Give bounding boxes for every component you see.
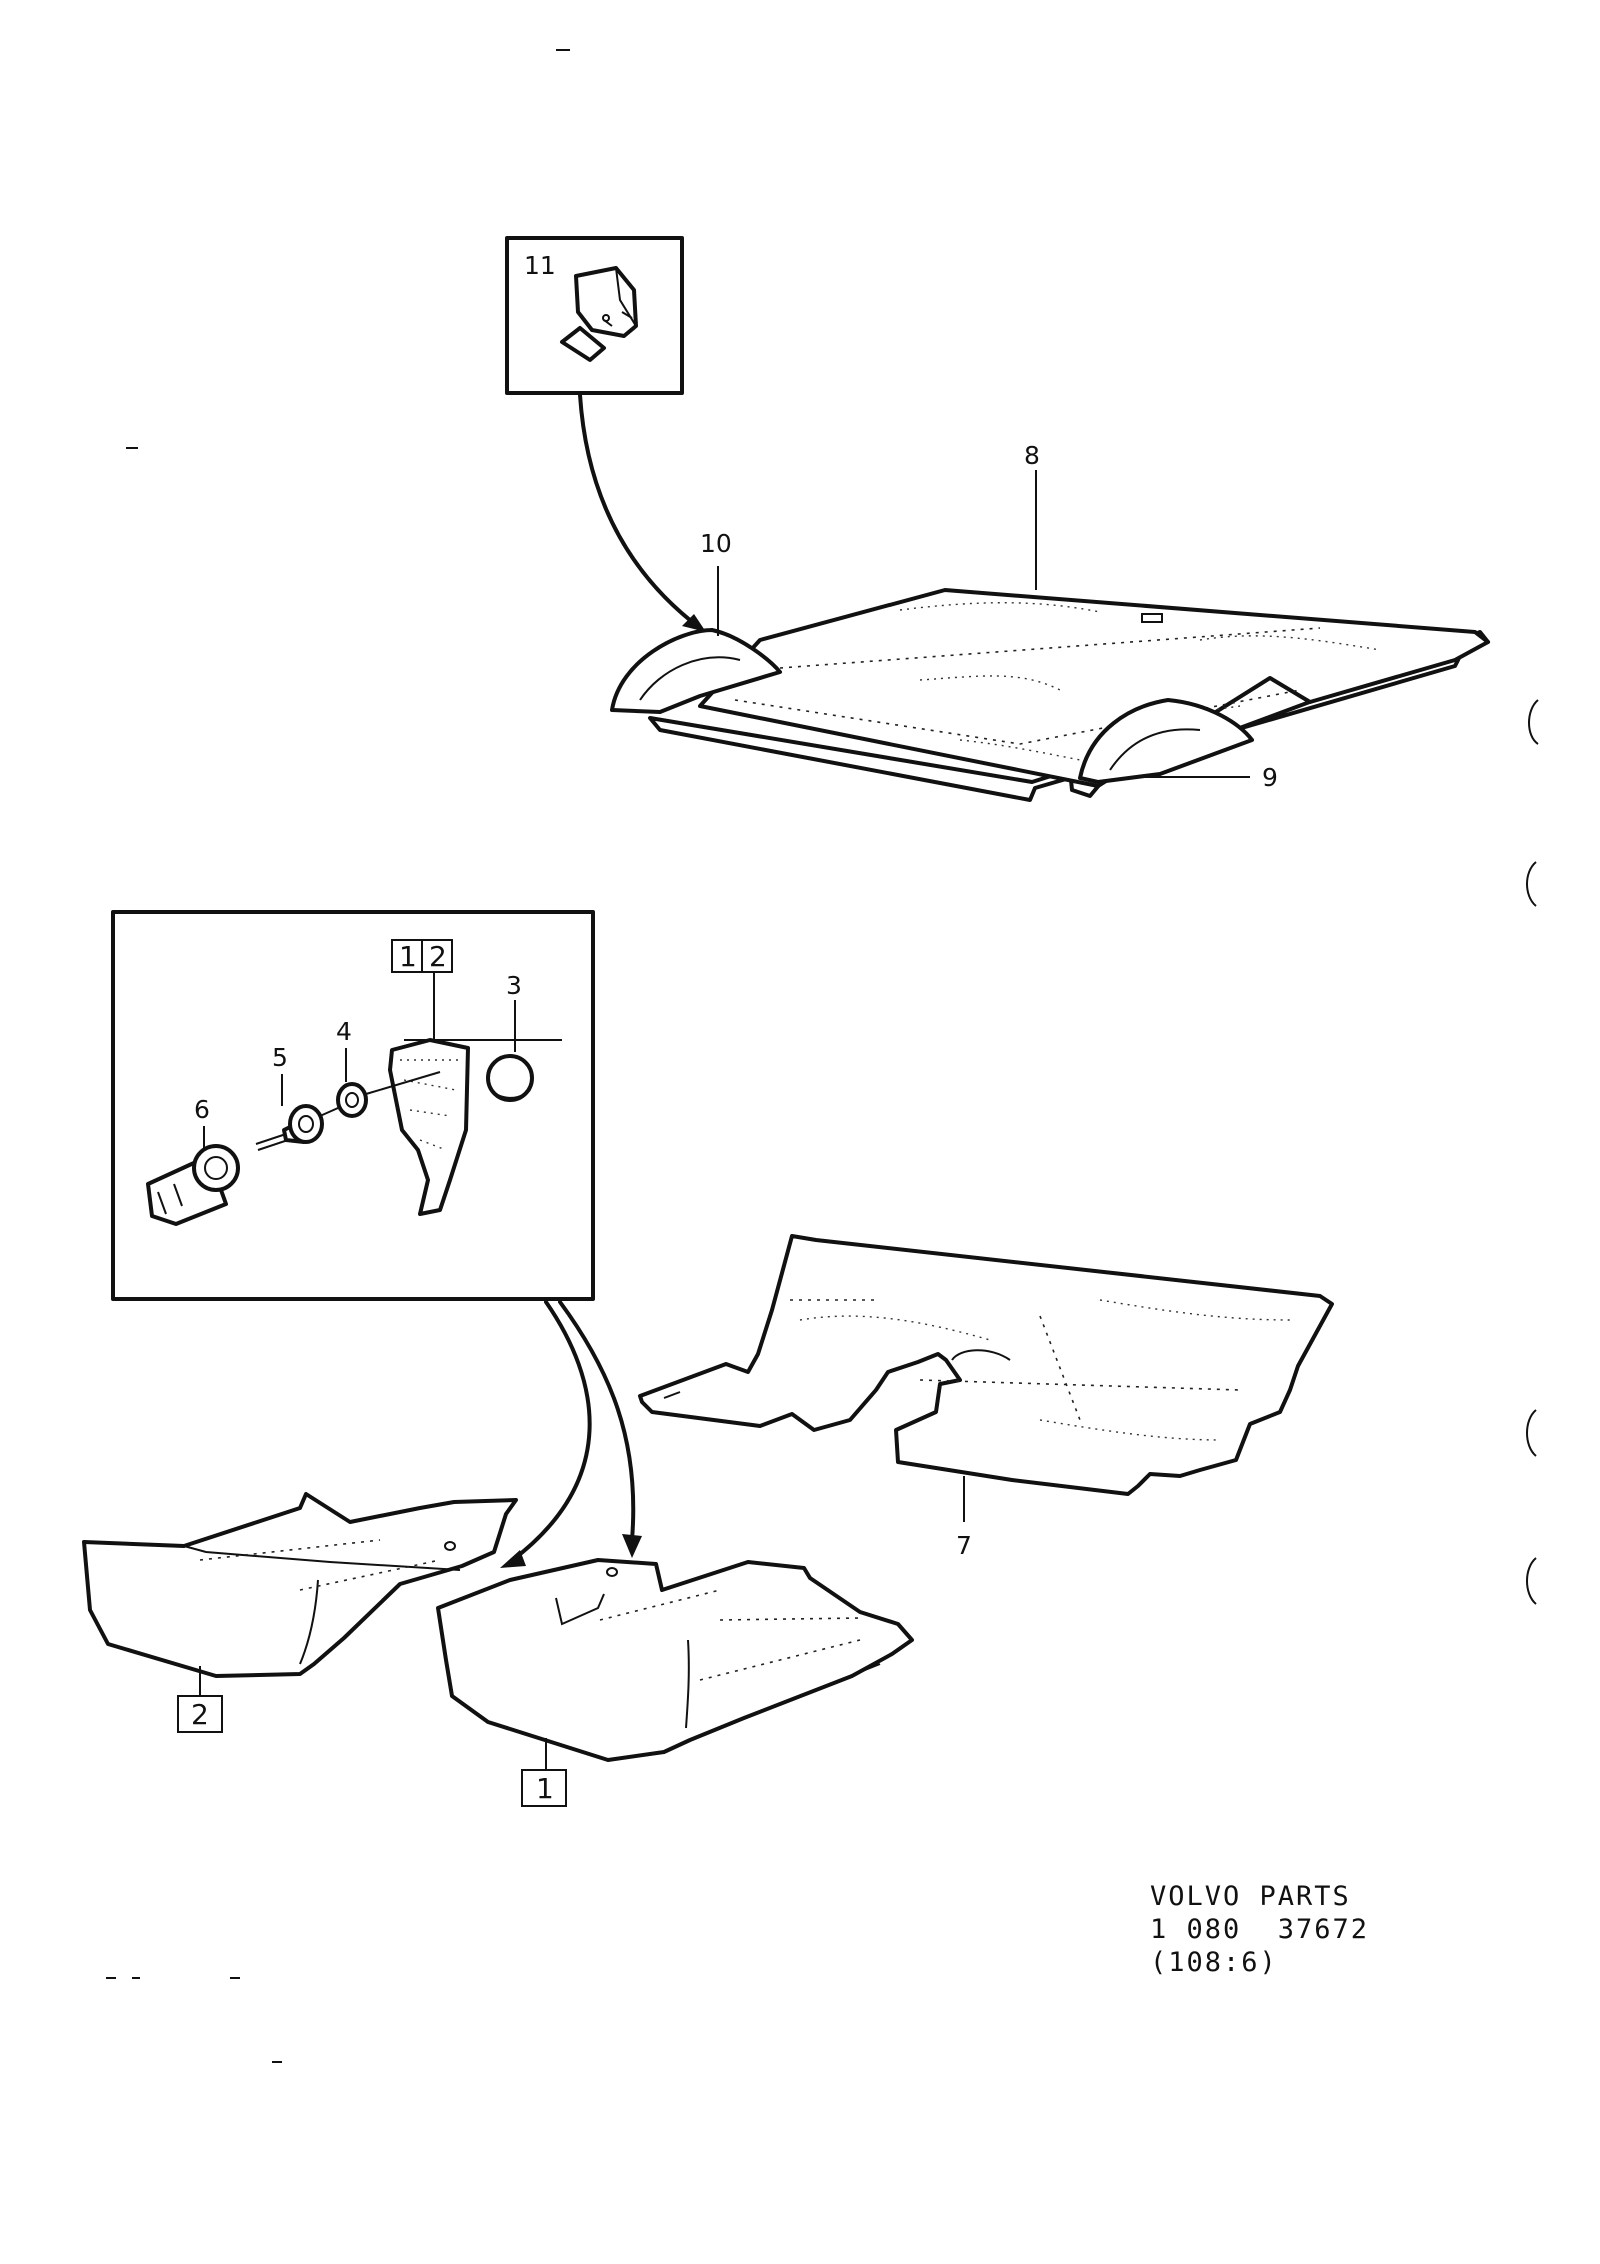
- detail-ref-2: 2: [429, 940, 447, 973]
- callout-7: 7: [956, 1531, 972, 1560]
- detail-box-clip: 11: [505, 236, 684, 395]
- floor-mat-1: [436, 1558, 914, 1762]
- callout-6: 6: [194, 1095, 210, 1124]
- footer-part-number: 1 080 37672: [1150, 1914, 1370, 1945]
- arrowhead-mat-1: [622, 1534, 642, 1558]
- rear-floor-mat: [610, 588, 1490, 802]
- callout-1: 1: [536, 1772, 554, 1805]
- detail-ref-1: 1: [399, 940, 417, 973]
- callout-3: 3: [506, 971, 522, 1000]
- scan-marks: [106, 49, 1539, 2063]
- callout-5: 5: [272, 1043, 288, 1072]
- footer-page-ref: (108:6): [1150, 1947, 1278, 1978]
- detail-ref-box-2: [421, 939, 453, 973]
- callout-4: 4: [336, 1017, 352, 1046]
- arrowhead-mat-2: [500, 1550, 526, 1568]
- front-floor-mat: [638, 1234, 1334, 1496]
- callout-9: 9: [1262, 763, 1278, 792]
- floor-mat-2: [82, 1492, 518, 1678]
- callout-8: 8: [1024, 441, 1040, 470]
- arrowhead-11: [682, 614, 706, 632]
- leader-arrow-to-mat-1: [558, 1300, 636, 1542]
- callout-11: 11: [524, 251, 556, 280]
- leader-arrow-to-mat-2: [508, 1300, 592, 1564]
- footer-brand: VOLVO PARTS: [1150, 1881, 1351, 1912]
- callout-2: 2: [191, 1698, 209, 1731]
- parts-reference-footer: VOLVO PARTS 1 080 37672 (108:6): [1150, 1880, 1369, 1979]
- fastener-washer-4: [336, 1082, 368, 1118]
- boxed-ref-1: [521, 1769, 567, 1807]
- fastener-button-3: [486, 1054, 534, 1102]
- clip-part: [560, 266, 638, 362]
- detail-box-fasteners: 1 2 3 4 5 6: [111, 910, 595, 1301]
- leader-arrow-11: [578, 393, 702, 630]
- callout-10: 10: [700, 529, 732, 558]
